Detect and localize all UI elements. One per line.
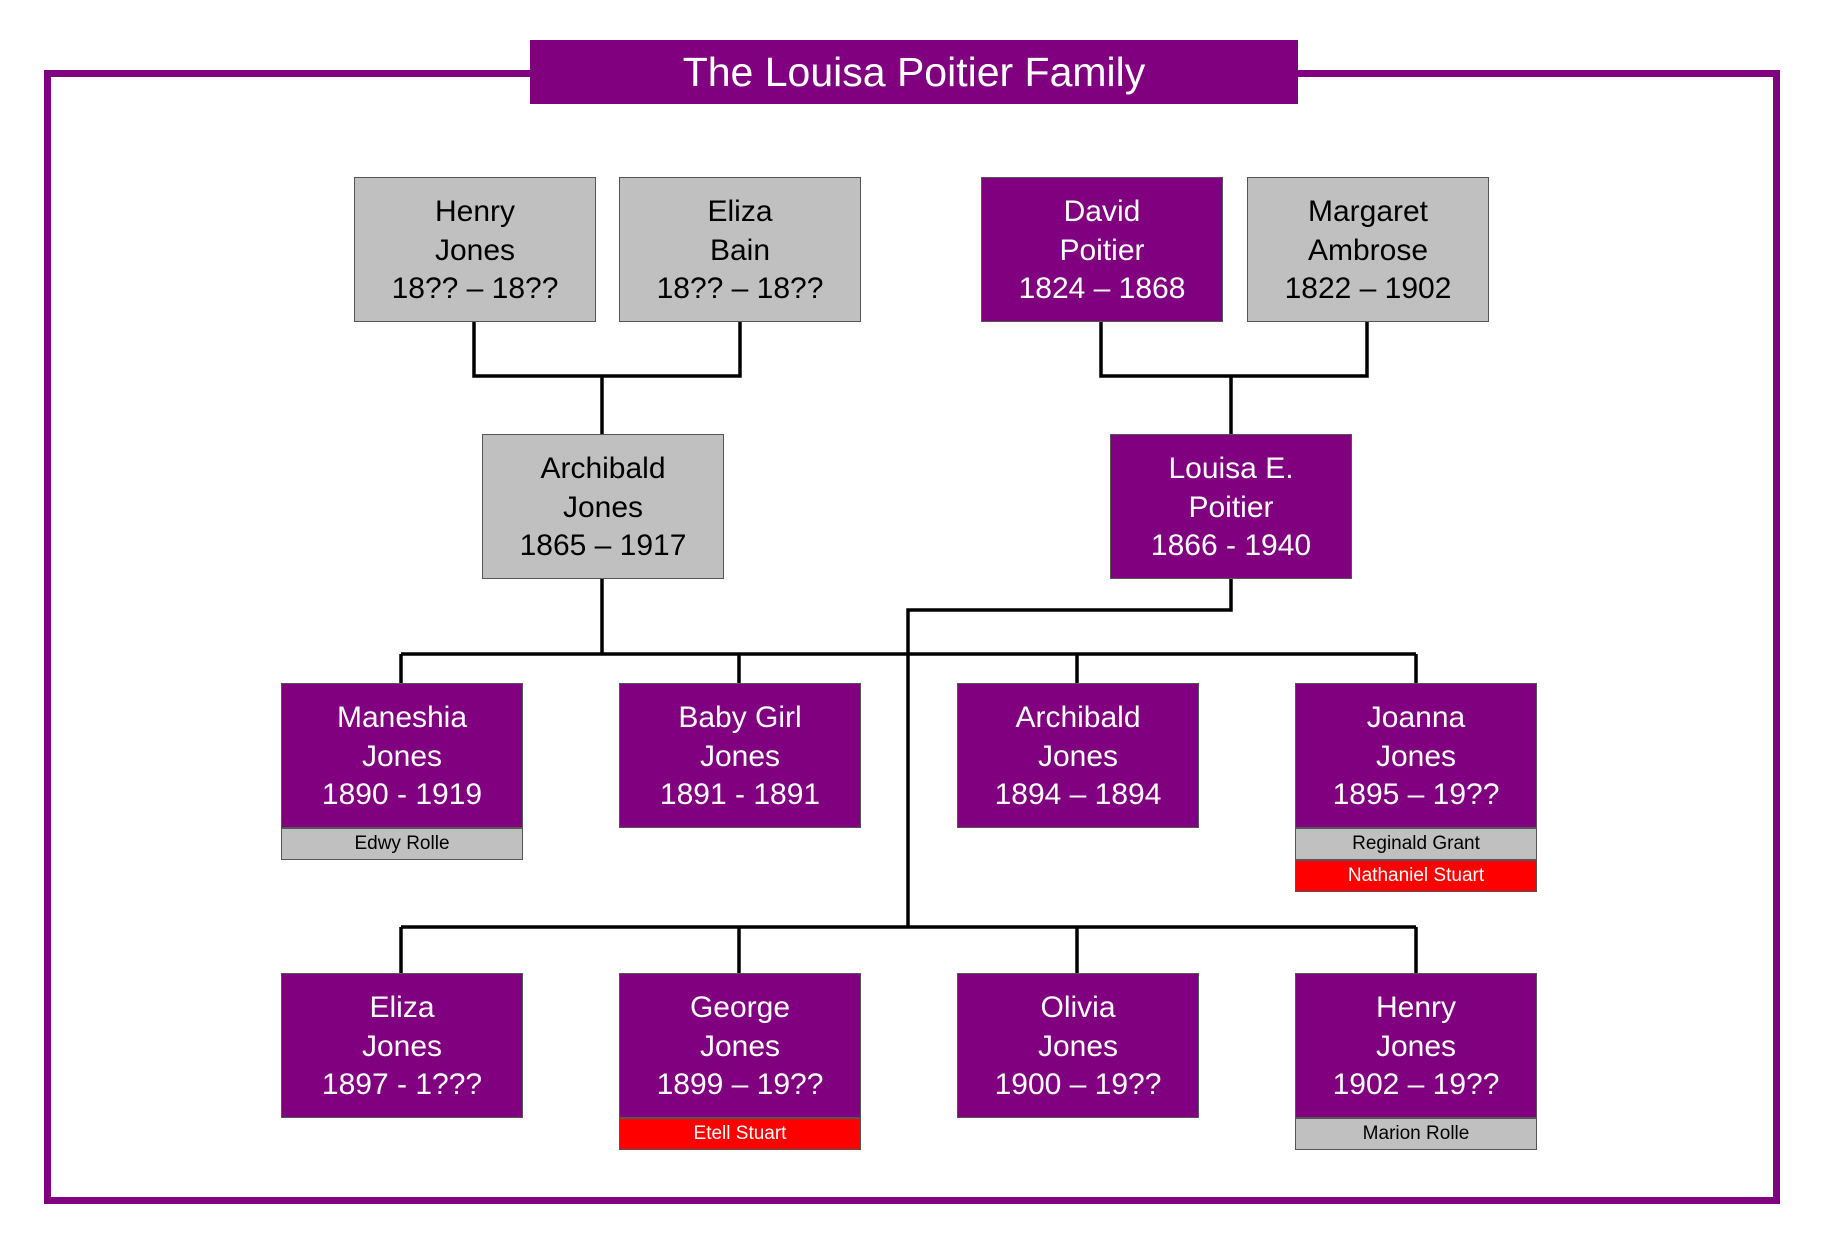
person-years: 1897 - 1??? (321, 1068, 483, 1101)
person-first-name: Eliza (707, 195, 773, 228)
connector-poitier-grandparents (1099, 321, 1369, 378)
person-last-name: Jones (361, 739, 443, 773)
person-last-name: Jones (1037, 739, 1119, 773)
person-last-name: Jones (434, 233, 516, 267)
spouse-marion-rolle: Marion Rolle (1295, 1118, 1537, 1150)
person-george-jones: George Jones 1899 – 19?? (619, 973, 861, 1118)
person-first-name: Eliza (369, 991, 435, 1024)
person-years: 1866 - 1940 (1150, 529, 1312, 562)
person-years: 1865 – 1917 (519, 529, 687, 562)
person-first-name: Archibald (1015, 701, 1141, 734)
person-archibald-jones-jr: Archibald Jones 1894 – 1894 (957, 683, 1199, 828)
person-last-name: Jones (1037, 1029, 1119, 1063)
person-years: 1824 – 1868 (1018, 272, 1186, 305)
person-first-name: Louisa E. (1168, 452, 1294, 485)
person-first-name: Henry (1375, 991, 1457, 1024)
connector-jones-grandparents (472, 321, 742, 378)
person-olivia-jones: Olivia Jones 1900 – 19?? (957, 973, 1199, 1118)
person-louisa-poitier: Louisa E. Poitier 1866 - 1940 (1110, 434, 1352, 579)
connector-louisa-down (906, 579, 1233, 927)
person-years: 1822 – 1902 (1284, 272, 1452, 305)
person-last-name: Bain (709, 233, 771, 267)
person-years: 1900 – 19?? (994, 1068, 1162, 1101)
person-first-name: Olivia (1040, 991, 1116, 1024)
person-first-name: Henry (434, 195, 516, 228)
person-years: 18?? – 18?? (656, 272, 824, 305)
spouse-edwy-rolle: Edwy Rolle (281, 828, 523, 860)
person-henry-jones-sr: Henry Jones 18?? – 18?? (354, 177, 596, 322)
person-last-name: Jones (1375, 1029, 1457, 1063)
person-eliza-bain: Eliza Bain 18?? – 18?? (619, 177, 861, 322)
spouse-nathaniel-stuart: Nathaniel Stuart (1295, 860, 1537, 892)
person-maneshia-jones: Maneshia Jones 1890 - 1919 (281, 683, 523, 828)
person-last-name: Jones (361, 1029, 443, 1063)
person-last-name: Jones (562, 490, 644, 524)
person-last-name: Poitier (1059, 233, 1145, 267)
person-years: 1899 – 19?? (656, 1068, 824, 1101)
person-joanna-jones: Joanna Jones 1895 – 19?? (1295, 683, 1537, 828)
person-first-name: Joanna (1366, 701, 1466, 734)
spouse-reginald-grant: Reginald Grant (1295, 828, 1537, 860)
person-years: 1894 – 1894 (994, 778, 1162, 811)
person-last-name: Jones (1375, 739, 1457, 773)
spouse-etell-stuart: Etell Stuart (619, 1118, 861, 1150)
person-years: 1895 – 19?? (1332, 778, 1500, 811)
person-first-name: Baby Girl (678, 701, 802, 734)
person-last-name: Jones (699, 1029, 781, 1063)
person-baby-girl-jones: Baby Girl Jones 1891 - 1891 (619, 683, 861, 828)
person-eliza-jones: Eliza Jones 1897 - 1??? (281, 973, 523, 1118)
person-years: 1902 – 19?? (1332, 1068, 1500, 1101)
diagram-title: The Louisa Poitier Family (530, 40, 1298, 104)
person-last-name: Poitier (1188, 490, 1274, 524)
person-years: 1891 - 1891 (659, 778, 821, 811)
person-first-name: Maneshia (336, 701, 468, 734)
person-david-poitier: David Poitier 1824 – 1868 (981, 177, 1223, 322)
person-henry-jones-jr: Henry Jones 1902 – 19?? (1295, 973, 1537, 1118)
person-archibald-jones-sr: Archibald Jones 1865 – 1917 (482, 434, 724, 579)
person-margaret-ambrose: Margaret Ambrose 1822 – 1902 (1247, 177, 1489, 322)
person-last-name: Ambrose (1307, 233, 1429, 267)
person-years: 1890 - 1919 (321, 778, 483, 811)
person-last-name: Jones (699, 739, 781, 773)
person-first-name: David (1063, 195, 1141, 228)
person-years: 18?? – 18?? (391, 272, 559, 305)
person-first-name: Archibald (540, 452, 666, 485)
person-first-name: George (689, 991, 791, 1024)
person-first-name: Margaret (1307, 195, 1429, 228)
